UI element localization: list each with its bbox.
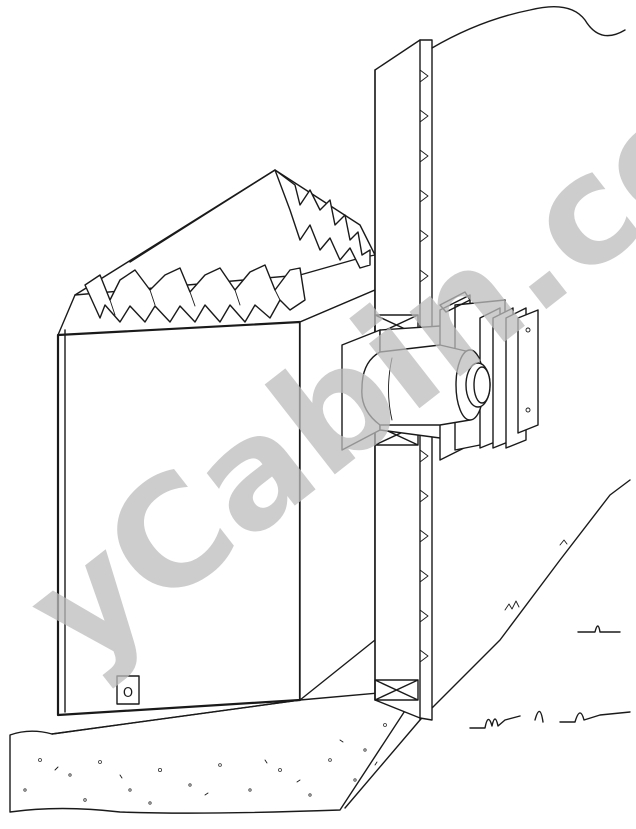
- duct-tube: [361, 344, 491, 426]
- outlet-marker-label: O: [123, 686, 133, 701]
- outlet-marker: O: [116, 675, 140, 705]
- heat-sink-fins-top: [84, 169, 371, 323]
- outdoor-ground: [419, 479, 631, 729]
- ground-speckles: [23, 703, 397, 805]
- power-wire: [431, 6, 626, 49]
